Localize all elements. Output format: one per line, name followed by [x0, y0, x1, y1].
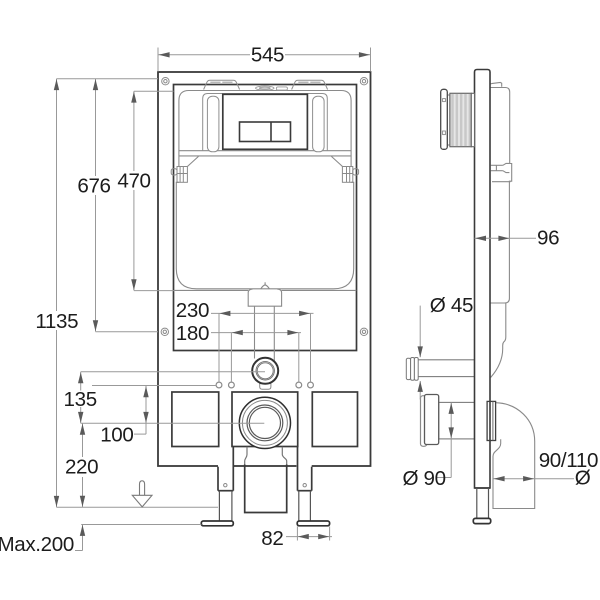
- svg-text:Max.200: Max.200: [0, 533, 74, 556]
- svg-text:230: 230: [176, 299, 209, 322]
- svg-text:545: 545: [251, 44, 284, 67]
- svg-text:Ø: Ø: [575, 467, 591, 490]
- svg-text:82: 82: [261, 527, 283, 550]
- svg-text:180: 180: [176, 322, 209, 345]
- svg-text:100: 100: [100, 424, 133, 447]
- svg-text:90/110: 90/110: [539, 449, 598, 472]
- svg-text:220: 220: [65, 456, 98, 479]
- svg-text:135: 135: [64, 388, 97, 411]
- svg-text:Ø 45: Ø 45: [430, 294, 473, 317]
- svg-text:1135: 1135: [35, 310, 78, 333]
- svg-text:96: 96: [537, 227, 559, 250]
- svg-text:470: 470: [117, 170, 150, 193]
- svg-text:Ø 90: Ø 90: [403, 467, 446, 490]
- svg-text:676: 676: [77, 175, 110, 198]
